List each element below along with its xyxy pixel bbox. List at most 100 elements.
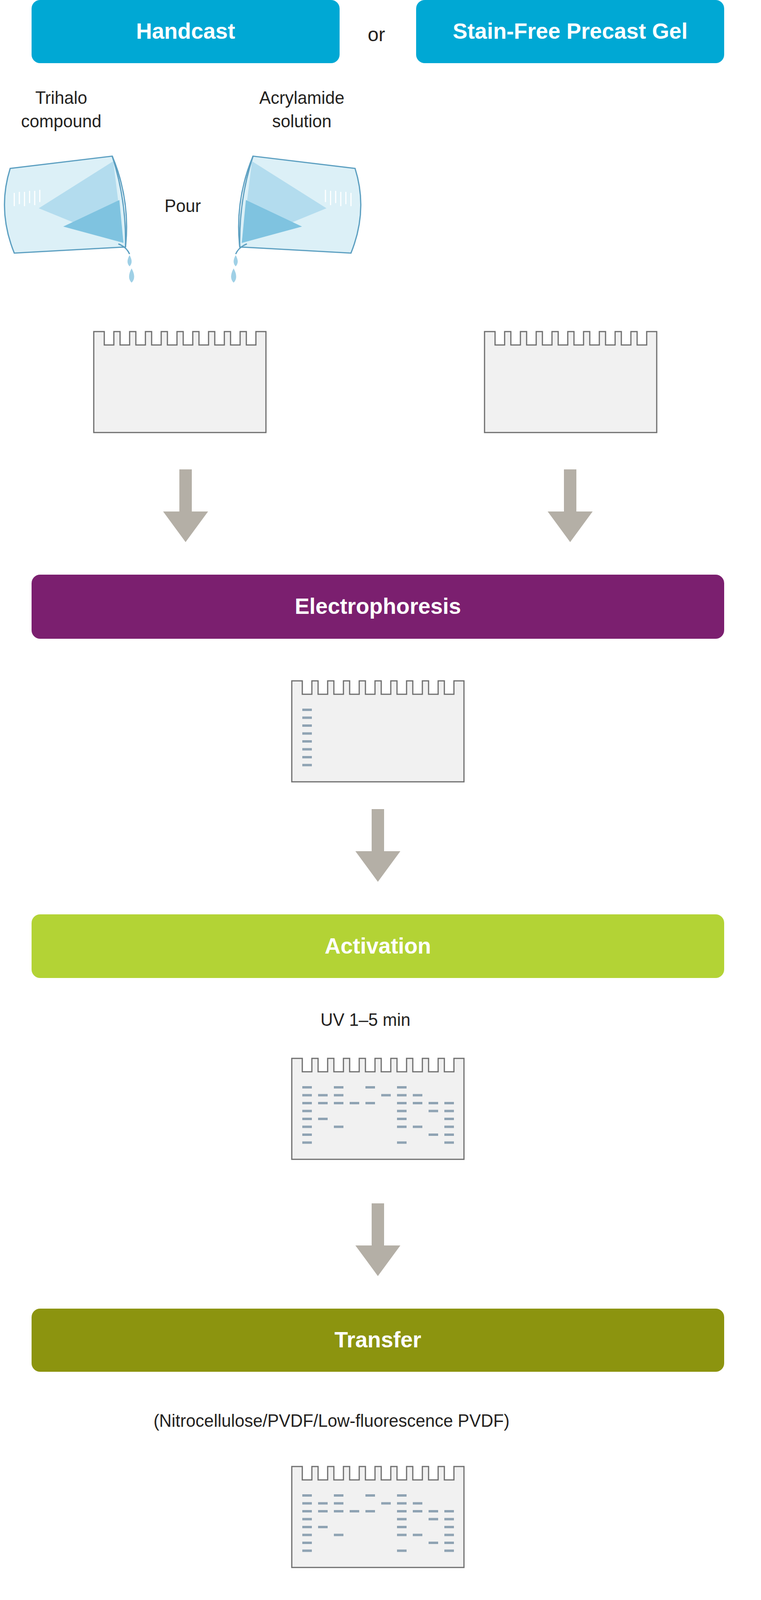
- protein-band: [444, 1125, 454, 1128]
- protein-band: [444, 1109, 454, 1113]
- protein-band: [365, 1101, 375, 1104]
- protein-band: [302, 1141, 312, 1144]
- protein-band: [302, 1093, 312, 1097]
- protein-band: [302, 724, 312, 727]
- protein-band: [302, 1133, 312, 1136]
- step-title: Stain-Free Precast Gel: [452, 18, 688, 45]
- protein-band: [302, 716, 312, 719]
- protein-band: [428, 1101, 439, 1104]
- protein-band: [302, 1517, 312, 1521]
- protein-band: [397, 1085, 407, 1089]
- protein-band: [302, 1533, 312, 1536]
- flow-arrow: [163, 469, 209, 542]
- protein-band: [333, 1509, 344, 1512]
- protein-band: [365, 1493, 375, 1497]
- protein-band: [397, 1101, 407, 1104]
- annotation-label: (Nitrocellulose/PVDF/Low-fluorescence PV…: [44, 1408, 619, 1433]
- step-title: Activation: [324, 932, 431, 960]
- protein-band: [333, 1493, 344, 1497]
- gel-illustration: [291, 1058, 464, 1159]
- protein-band: [412, 1533, 423, 1536]
- protein-band: [428, 1541, 439, 1544]
- protein-band: [428, 1509, 439, 1512]
- annotation-label: Acrylamide solution: [239, 86, 364, 133]
- protein-band: [349, 1101, 360, 1104]
- flow-arrow: [547, 469, 593, 542]
- protein-band: [302, 732, 312, 735]
- protein-band: [318, 1117, 328, 1120]
- annotation-label: UV 1–5 min: [269, 1007, 462, 1032]
- protein-band: [444, 1517, 454, 1521]
- step-title: Handcast: [135, 18, 235, 45]
- gel-outline: [291, 1058, 464, 1159]
- protein-band: [302, 1549, 312, 1552]
- protein-band: [302, 1509, 312, 1512]
- protein-band: [397, 1525, 407, 1528]
- step-box: Handcast: [31, 0, 340, 64]
- gel-outline: [484, 331, 657, 433]
- protein-band: [318, 1093, 328, 1097]
- protein-band: [428, 1133, 439, 1136]
- left-beaker: [4, 155, 134, 283]
- protein-band: [412, 1509, 423, 1512]
- protein-band: [333, 1093, 344, 1097]
- gel-illustration: [484, 331, 657, 433]
- protein-band: [302, 739, 312, 743]
- protein-band: [397, 1141, 407, 1144]
- protein-band: [397, 1517, 407, 1521]
- gel-illustration: [291, 680, 464, 782]
- protein-band: [302, 1493, 312, 1497]
- protein-band: [397, 1093, 407, 1097]
- protein-band: [428, 1109, 439, 1113]
- gel-outline: [93, 331, 266, 433]
- protein-band: [444, 1509, 454, 1512]
- protein-band: [302, 1125, 312, 1128]
- protein-band: [318, 1525, 328, 1528]
- protein-band: [397, 1125, 407, 1128]
- protein-band: [302, 1101, 312, 1104]
- gel-outline: [291, 680, 464, 782]
- protein-band: [333, 1101, 344, 1104]
- annotation-label: Trihalo compound: [3, 86, 119, 133]
- protein-band: [397, 1117, 407, 1120]
- protein-band: [302, 1117, 312, 1120]
- protein-band: [412, 1101, 423, 1104]
- protein-band: [318, 1501, 328, 1505]
- protein-band: [397, 1549, 407, 1552]
- protein-band: [397, 1509, 407, 1512]
- protein-band: [444, 1101, 454, 1104]
- protein-band: [397, 1501, 407, 1505]
- gel-illustration: [93, 331, 266, 433]
- annotation-label: Pour: [134, 194, 231, 218]
- protein-band: [381, 1501, 391, 1505]
- protein-band: [365, 1085, 375, 1089]
- step-box: Electrophoresis: [31, 574, 725, 639]
- protein-band: [302, 1525, 312, 1528]
- protein-band: [333, 1533, 344, 1536]
- protein-band: [318, 1101, 328, 1104]
- protein-band: [302, 1109, 312, 1113]
- protein-band: [302, 708, 312, 711]
- protein-band: [349, 1509, 360, 1512]
- protein-band: [444, 1525, 454, 1528]
- protein-band: [333, 1501, 344, 1505]
- protein-band: [444, 1549, 454, 1552]
- protein-band: [444, 1133, 454, 1136]
- protein-band: [397, 1533, 407, 1536]
- protein-band: [302, 1085, 312, 1089]
- protein-band: [302, 763, 312, 767]
- protein-band: [444, 1117, 454, 1120]
- protein-band: [412, 1125, 423, 1128]
- protein-band: [444, 1141, 454, 1144]
- protein-band: [412, 1501, 423, 1505]
- protein-band: [397, 1493, 407, 1497]
- step-box: Stain-Free Precast Gel: [416, 0, 725, 64]
- flow-arrow: [355, 1202, 401, 1276]
- step-box: Transfer: [31, 1308, 725, 1372]
- protein-band: [333, 1085, 344, 1089]
- protein-band: [381, 1093, 391, 1097]
- right-beaker: [231, 155, 361, 283]
- protein-band: [365, 1509, 375, 1512]
- gel-illustration: [291, 1466, 464, 1567]
